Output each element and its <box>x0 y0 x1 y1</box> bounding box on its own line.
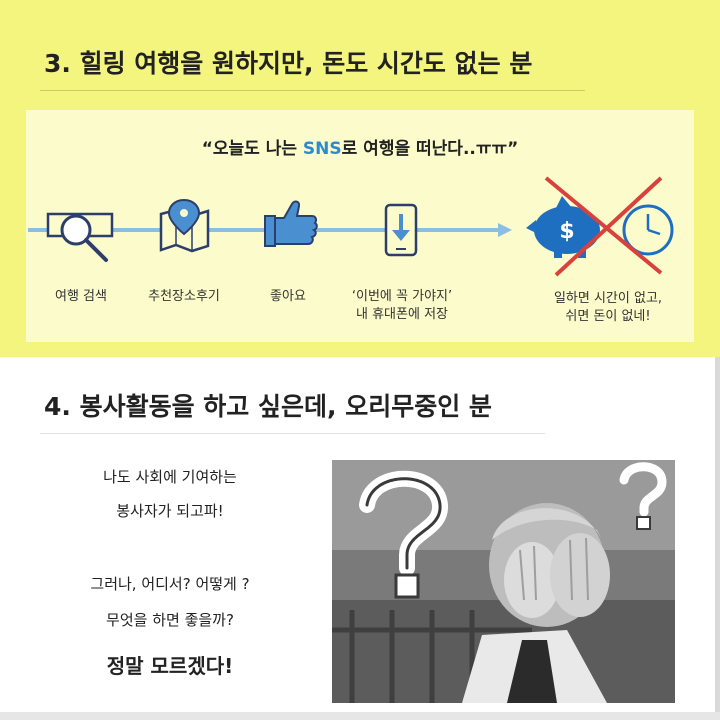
step-label-like: 좋아요 <box>270 289 306 304</box>
quote-suffix: 로 여행을 떠난다..ㅠㅠ” <box>341 139 519 159</box>
step-label-save-line1: ‘이번에 꼭 가야지’ <box>351 289 453 304</box>
piggy-bank-dollar-icon: $ <box>526 196 600 258</box>
step-label-save-line2: 내 휴대폰에 저장 <box>356 307 448 322</box>
step-label-search: 여행 검색 <box>55 289 107 304</box>
result-label-line1: 일하면 시간이 없고, <box>553 291 663 306</box>
frame-bottom <box>0 712 720 720</box>
flow-diagram: $ 여행 검색 추천장소후기 좋아요 ‘이번에 꼭 가야지’ 내 휴대폰에 저장… <box>26 110 694 342</box>
flow-graphics: $ <box>28 176 674 277</box>
thumbs-up-icon <box>264 200 318 247</box>
step-label-save: ‘이번에 꼭 가야지’ 내 휴대폰에 저장 <box>352 288 452 324</box>
heading-underline <box>40 433 545 434</box>
text-line: 나도 사회에 기여하는 <box>103 468 237 486</box>
section-3-heading: 3. 힐링 여행을 원하지만, 돈도 시간도 없는 분 <box>44 49 533 78</box>
clock-icon <box>622 204 674 256</box>
step-label-review: 추천장소후기 <box>148 289 220 304</box>
text-line: 무엇을 하면 좋을까? <box>106 611 234 629</box>
frame-edge <box>715 357 720 720</box>
question-mark-small <box>619 462 667 530</box>
map-pin-icon <box>159 198 210 253</box>
red-cross-icon <box>544 176 663 277</box>
quote-highlight: SNS <box>302 139 342 159</box>
result-label-line2: 쉬면 돈이 없네! <box>565 309 651 324</box>
emphasis-text: 정말 모르겠다! <box>106 654 234 678</box>
section-4-heading: 4. 봉사활동을 하고 싶은데, 오리무중인 분 <box>44 392 492 421</box>
flow-arrow-head <box>498 223 512 237</box>
quote-prefix: “오늘도 나는 <box>201 139 303 159</box>
magnifier-icon <box>46 212 114 262</box>
text-line: 봉사자가 되고파! <box>116 502 224 520</box>
heading-underline <box>40 90 585 91</box>
text-line: 그러나, 어디서? 어떻게 ? <box>90 575 250 593</box>
photo-illustration <box>332 460 675 703</box>
svg-text:$: $ <box>559 219 574 244</box>
question-mark-large <box>359 470 448 599</box>
result-label: 일하면 시간이 없고, 쉬면 돈이 없네! <box>554 290 662 326</box>
quote-text: “오늘도 나는 SNS로 여행을 떠난다..ㅠㅠ” <box>26 134 694 159</box>
phone-download-icon <box>384 203 418 257</box>
child-photo <box>332 460 675 703</box>
